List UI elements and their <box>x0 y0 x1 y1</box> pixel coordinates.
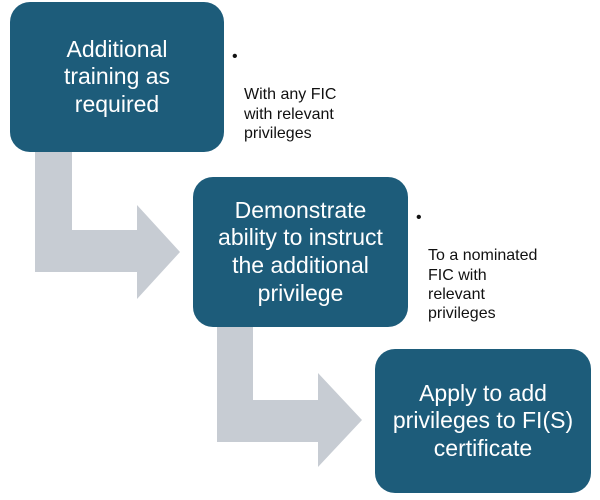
step-2-note: • To a nominated FIC with relevant privi… <box>416 208 588 323</box>
bent-arrow-step2-to-step3 <box>217 327 362 467</box>
step-1-note-text: With any FIC with relevant privileges <box>244 86 337 142</box>
step-2-note-text: To a nominated FIC with relevant privile… <box>428 247 538 322</box>
step-2-box: Demonstrate ability to instruct the addi… <box>193 177 408 327</box>
step-1-label: Additional training as required <box>63 35 171 117</box>
step-1-box: Additional training as required <box>10 2 224 152</box>
step-3-label: Apply to add privileges to FI(S) certifi… <box>392 379 574 461</box>
step-2-label: Demonstrate ability to instruct the addi… <box>218 196 383 306</box>
bullet-icon: • <box>232 48 238 65</box>
step-3-box: Apply to add privileges to FI(S) certifi… <box>375 349 591 493</box>
bullet-icon: • <box>416 209 422 226</box>
step-1-note: • With any FIC with relevant privileges <box>232 47 384 143</box>
bent-arrow-step1-to-step2 <box>35 152 180 299</box>
